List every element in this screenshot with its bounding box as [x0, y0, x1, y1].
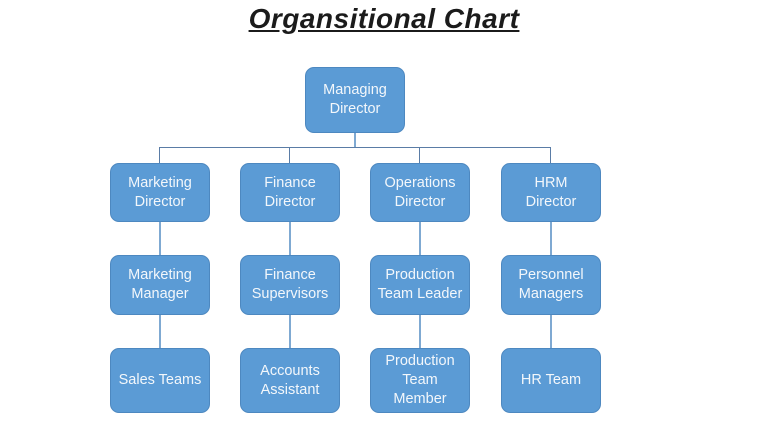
connector-trunk [354, 133, 356, 147]
connector-hrm-l2 [550, 222, 552, 255]
node-finance-supervisors: Finance Supervisors [240, 255, 340, 315]
node-sales-teams: Sales Teams [110, 348, 210, 413]
node-production-team-member: Production Team Member [370, 348, 470, 413]
node-production-team-leader: Production Team Leader [370, 255, 470, 315]
connector-finance-l2 [289, 222, 291, 255]
node-accounts-assistant: Accounts Assistant [240, 348, 340, 413]
node-marketing-manager: Marketing Manager [110, 255, 210, 315]
node-hrm-director: HRM Director [501, 163, 601, 222]
connector-marketing-l2 [159, 222, 161, 255]
page-title: Organsitional Chart [248, 3, 520, 34]
node-hr-team: HR Team [501, 348, 601, 413]
connector-operations-l3 [419, 315, 421, 348]
node-operations-director: Operations Director [370, 163, 470, 222]
node-marketing-director: Marketing Director [110, 163, 210, 222]
connector-operations-l2 [419, 222, 421, 255]
connector-stub-marketing [159, 148, 160, 163]
connector-hrm-l3 [550, 315, 552, 348]
connector-stub-operations [419, 148, 420, 163]
connector-stub-finance [289, 148, 290, 163]
connector-spread-line [159, 147, 551, 148]
node-personnel-managers: Personnel Managers [501, 255, 601, 315]
connector-finance-l3 [289, 315, 291, 348]
connector-marketing-l3 [159, 315, 161, 348]
connector-stub-hrm [550, 148, 551, 163]
node-finance-director: Finance Director [240, 163, 340, 222]
node-managing-director: Managing Director [305, 67, 405, 133]
